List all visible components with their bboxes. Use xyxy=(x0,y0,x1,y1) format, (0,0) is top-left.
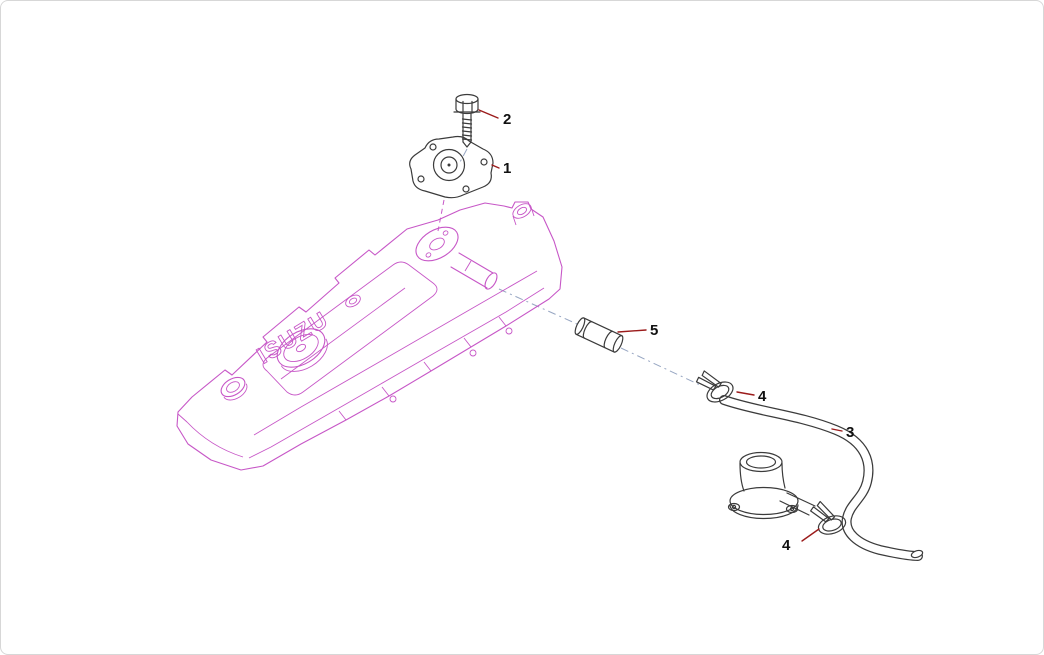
part-label-4-upper: 4 xyxy=(758,388,767,405)
part-label-1: 1 xyxy=(503,160,511,177)
flanged-fitting xyxy=(727,451,816,520)
leader-line-part4-upper xyxy=(736,391,755,396)
part-label-4-lower: 4 xyxy=(782,537,791,554)
part-label-5: 5 xyxy=(650,322,658,339)
part1-breather-cover xyxy=(409,135,494,199)
part-labels: 2 1 5 4 3 4 xyxy=(503,111,854,554)
breather-mount-pad xyxy=(415,226,459,262)
cover-boss xyxy=(345,294,361,308)
part-label-2: 2 xyxy=(503,111,511,128)
leader-line-part3 xyxy=(831,428,843,432)
leader-lines xyxy=(478,109,843,542)
valve-cover-drawing: ISUZU xyxy=(176,201,563,471)
part3-hose xyxy=(719,395,924,561)
leader-line-part5 xyxy=(617,329,647,333)
rear-boss xyxy=(512,203,535,226)
part-label-3: 3 xyxy=(846,424,854,441)
leader-line-part1 xyxy=(491,164,500,169)
leader-line-part2 xyxy=(478,109,499,119)
assembly-centerlines xyxy=(437,148,701,386)
part2-bolt xyxy=(453,93,481,148)
cover-brand-text: ISUZU xyxy=(252,306,333,369)
leader-line-part4-lower xyxy=(801,528,820,542)
oil-filler-cap xyxy=(276,328,328,372)
part5-joint-pipe xyxy=(574,317,624,353)
small-cap-boss xyxy=(220,376,248,401)
breather-outlet-pipe xyxy=(450,252,498,290)
